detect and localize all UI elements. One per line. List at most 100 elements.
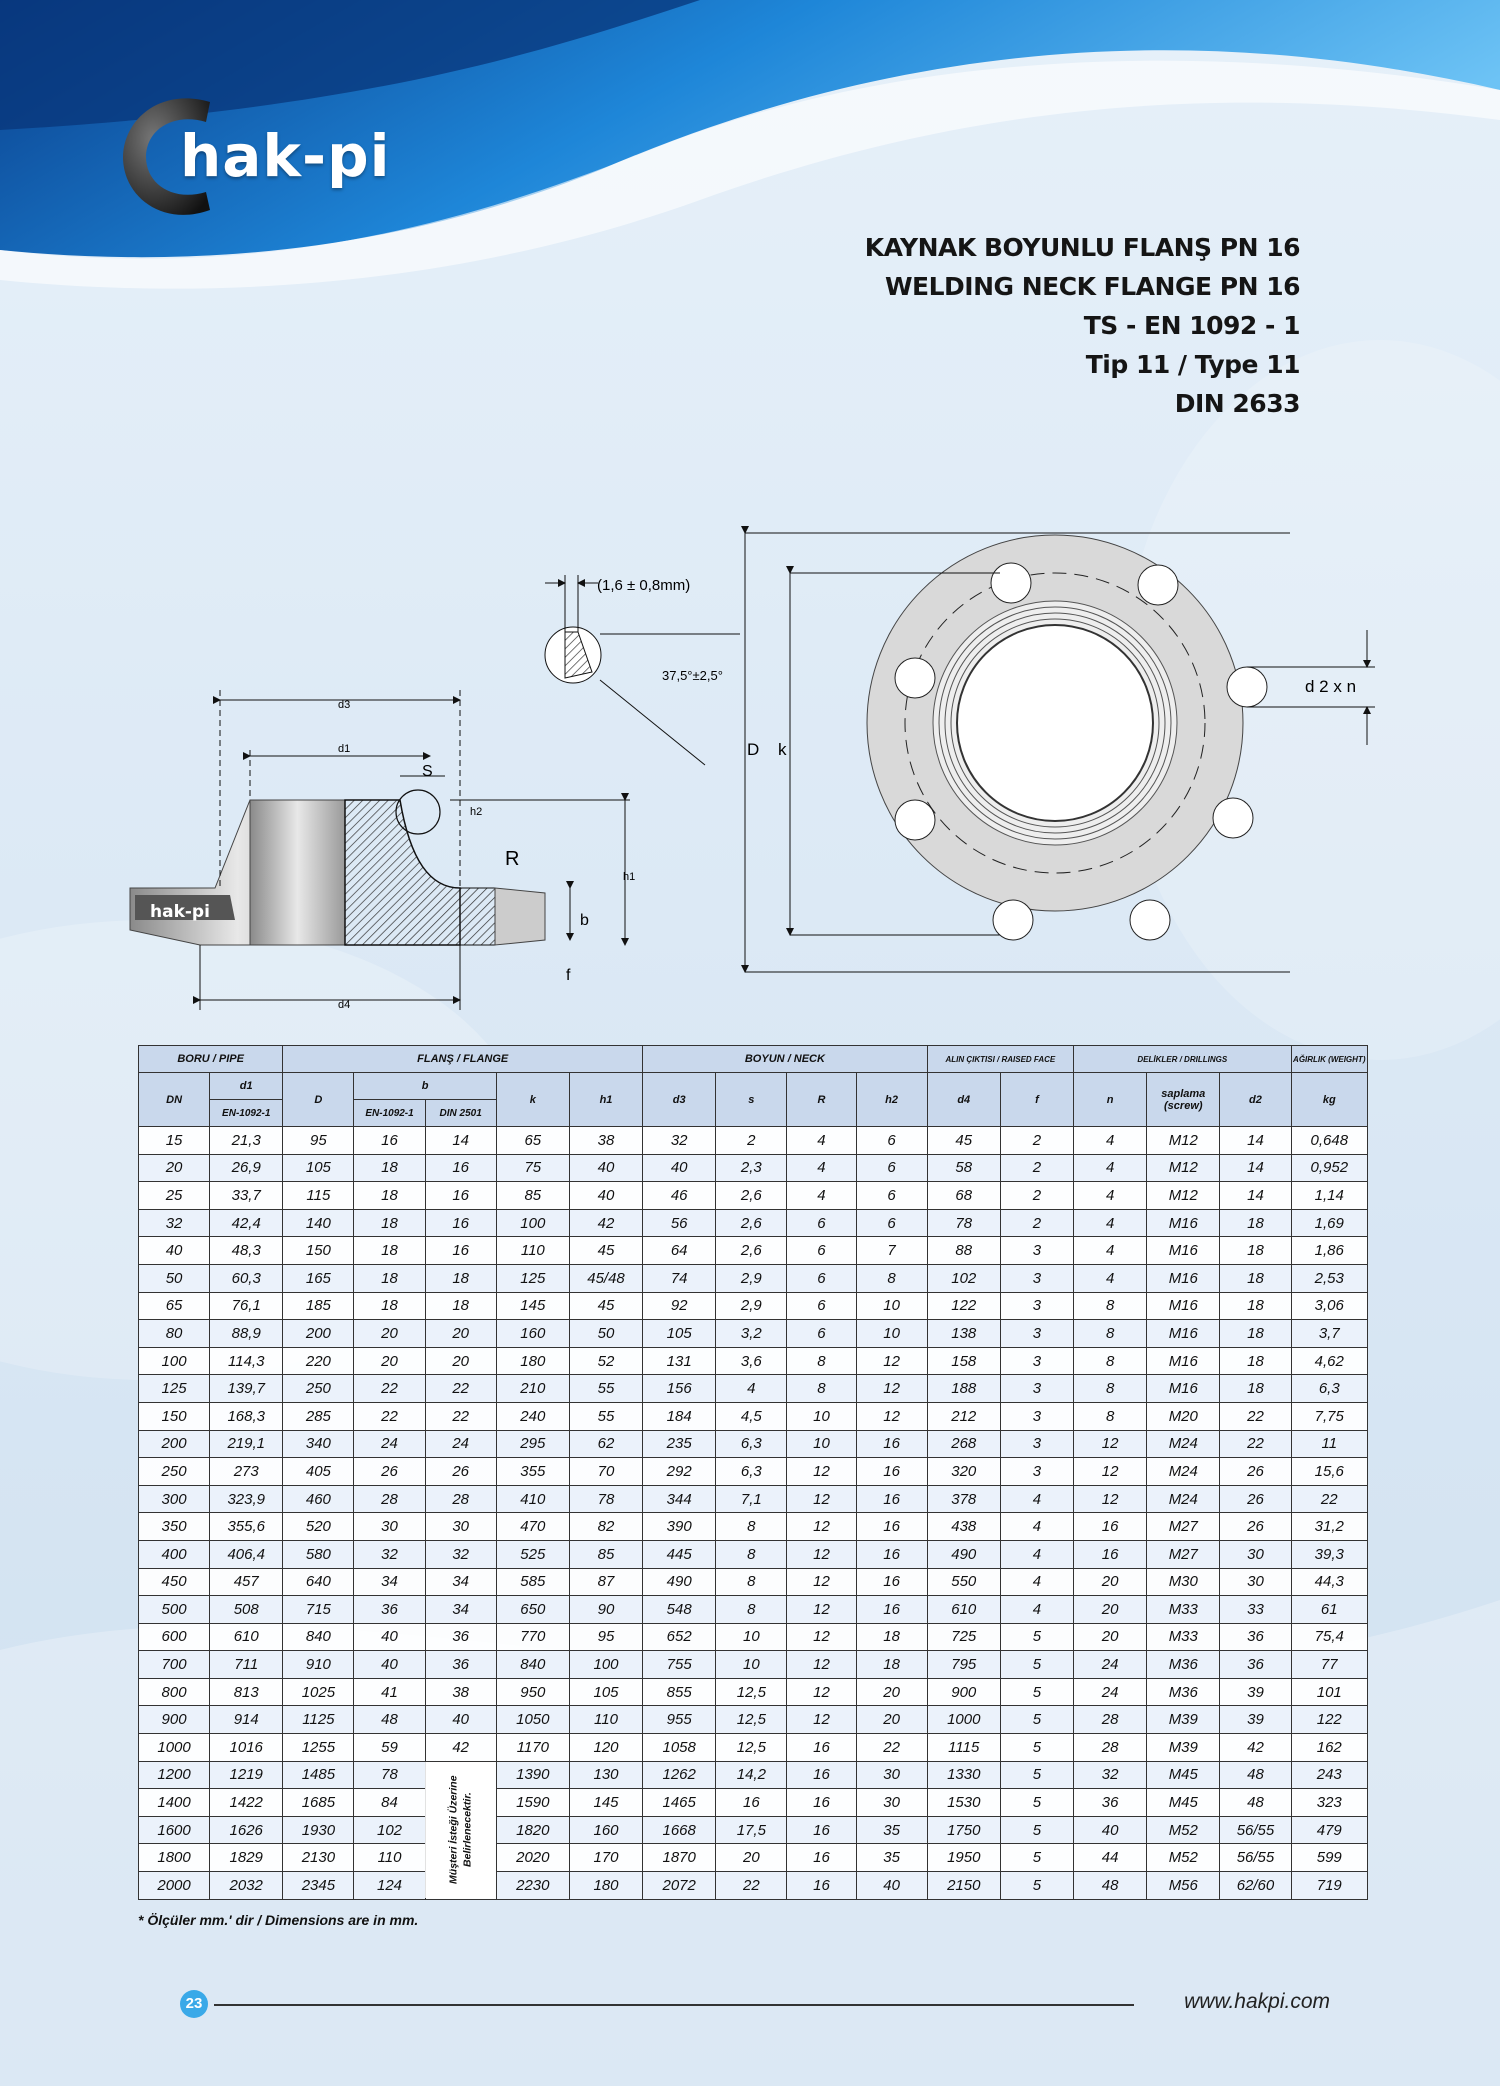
table-cell: 12 — [855, 1346, 928, 1376]
title-tr: KAYNAK BOYUNLU FLANŞ PN 16 — [864, 233, 1301, 262]
table-cell: 1,69 — [1290, 1208, 1369, 1238]
table-cell: 184 — [642, 1401, 717, 1431]
bevel-angle: 37,5°±2,5° — [662, 668, 723, 683]
table-cell: 2000 — [137, 1871, 211, 1900]
table-cell: 40 — [137, 1236, 211, 1265]
table-cell: 40 — [1073, 1815, 1148, 1845]
dim-h1: h1 — [623, 871, 635, 883]
table-cell: M52 — [1146, 1843, 1221, 1873]
table-cell: 410 — [495, 1484, 570, 1514]
table-cell: 2130 — [282, 1843, 355, 1873]
table-cell: 7 — [855, 1236, 928, 1265]
table-cell: 16 — [786, 1760, 857, 1790]
col-b-din: DIN 2501 — [424, 1099, 497, 1127]
din-note-cell: Müşteri İsteği Üzerine Belirlenecektir. — [425, 1761, 497, 1900]
table-cell: 378 — [926, 1484, 1001, 1514]
table-cell: 76,1 — [209, 1291, 284, 1321]
table-cell: 16 — [855, 1567, 928, 1597]
table-cell: 460 — [282, 1484, 355, 1514]
table-cell: 813 — [209, 1677, 284, 1707]
table-cell: 755 — [642, 1650, 717, 1679]
table-cell: 39 — [1219, 1705, 1292, 1735]
table-cell: 78 — [568, 1484, 644, 1514]
table-cell: 795 — [926, 1650, 1001, 1679]
table-cell: 18 — [1219, 1291, 1292, 1321]
side-view: hak-pi d3 d1 S h2 h1 R b f d4 — [129, 690, 635, 1010]
table-cell: 210 — [495, 1374, 570, 1403]
table-cell: 640 — [282, 1567, 355, 1597]
col-b: b — [353, 1072, 497, 1100]
table-cell: 41 — [353, 1677, 426, 1707]
table-cell: 30 — [1219, 1539, 1292, 1569]
table-cell: 6 — [855, 1208, 928, 1238]
dim-d4: d4 — [338, 999, 350, 1010]
table-cell: 20 — [424, 1346, 497, 1376]
page-number: 23 — [180, 1990, 208, 2018]
table-cell: 48,3 — [209, 1236, 284, 1265]
table-cell: 520 — [282, 1512, 355, 1541]
table-cell: 150 — [282, 1236, 355, 1265]
table-cell: 56 — [642, 1208, 717, 1238]
table-cell: 46 — [642, 1181, 717, 1210]
table-cell: 52 — [568, 1346, 644, 1376]
table-cell: 390 — [642, 1512, 717, 1541]
table-cell: 405 — [282, 1457, 355, 1486]
table-cell: 84 — [353, 1788, 426, 1817]
dim-k: k — [778, 740, 787, 759]
footer-url: www.hakpi.com — [1184, 1990, 1330, 2013]
table-cell: 1016 — [209, 1733, 284, 1762]
table-cell: 18 — [855, 1650, 928, 1679]
table-cell: 18 — [1219, 1208, 1292, 1238]
table-cell: 2072 — [642, 1871, 717, 1900]
body-logo: hak-pi — [150, 902, 210, 922]
table-cell: 45 — [568, 1291, 644, 1321]
table-cell: 5 — [999, 1871, 1075, 1900]
table-cell: 24 — [1073, 1677, 1148, 1707]
table-cell: 2032 — [209, 1871, 284, 1900]
table-cell: 122 — [1290, 1705, 1369, 1735]
table-cell: 20 — [1073, 1567, 1148, 1597]
table-cell: 8 — [1073, 1401, 1148, 1431]
table-cell: 50 — [137, 1263, 211, 1293]
table-cell: 59 — [353, 1733, 426, 1762]
table-cell: 18 — [353, 1291, 426, 1321]
table-cell: 34 — [353, 1567, 426, 1597]
table-cell: 344 — [642, 1484, 717, 1514]
table-cell: 33,7 — [209, 1181, 284, 1210]
table-cell: 85 — [495, 1181, 570, 1210]
table-cell: 3,6 — [715, 1346, 788, 1376]
table-cell: 800 — [137, 1677, 211, 1707]
table-cell: 16 — [786, 1733, 857, 1762]
table-cell: 22 — [855, 1733, 928, 1762]
table-cell: 30 — [855, 1760, 928, 1790]
table-cell: 55 — [568, 1401, 644, 1431]
logo-c-mark-icon — [123, 98, 210, 215]
table-cell: 105 — [568, 1677, 644, 1707]
table-cell: 12,5 — [715, 1677, 788, 1707]
table-cell: 14 — [1219, 1181, 1292, 1210]
table-cell: 22 — [1219, 1401, 1292, 1431]
table-cell: 840 — [282, 1622, 355, 1652]
table-cell: 1600 — [137, 1815, 211, 1845]
table-cell: 6 — [855, 1126, 928, 1155]
table-cell: 6,3 — [1290, 1374, 1369, 1403]
table-cell: 140 — [282, 1208, 355, 1238]
table-cell: 95 — [568, 1622, 644, 1652]
table-cell: 22 — [424, 1401, 497, 1431]
table-cell: 18 — [1219, 1319, 1292, 1348]
table-cell: 1820 — [495, 1815, 570, 1845]
table-cell: 8 — [786, 1346, 857, 1376]
table-cell: 2 — [999, 1153, 1075, 1183]
table-cell: 2,6 — [715, 1208, 788, 1238]
table-cell: 490 — [926, 1539, 1001, 1569]
brand-logo: hak-pi — [118, 92, 418, 222]
col-d4: d4 — [926, 1072, 1001, 1127]
